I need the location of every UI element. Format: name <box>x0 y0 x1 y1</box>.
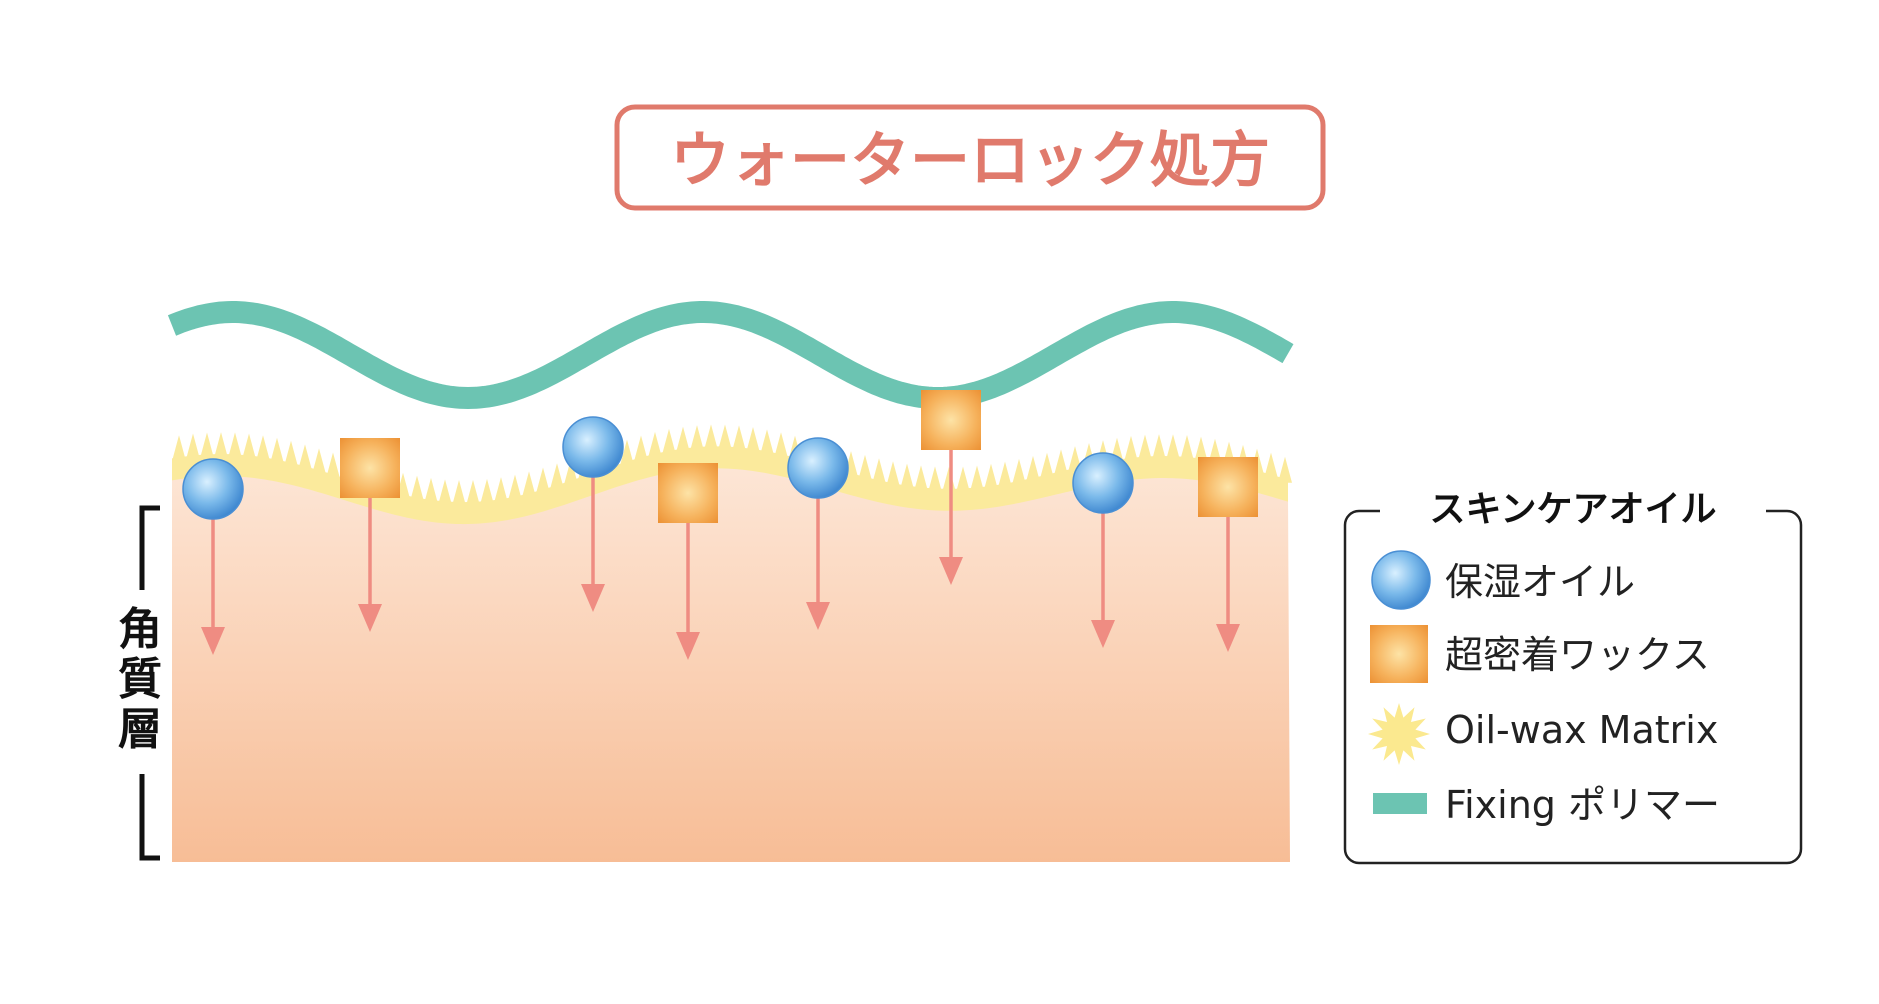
side-label-char-1: 角 <box>118 604 162 655</box>
moisturizing-oil-particle <box>563 417 623 477</box>
legend-item-matrix: Oil-wax Matrix <box>1445 708 1718 752</box>
legend-item-wax: 超密着ワックス <box>1445 633 1710 677</box>
legend-item-oil: 保湿オイル <box>1445 560 1635 604</box>
title-box: ウォーターロック処方 <box>617 107 1323 208</box>
moisturizing-oil-particle <box>788 438 848 498</box>
side-label-char-3: 層 <box>118 704 162 755</box>
adhesive-wax-particle <box>1198 457 1258 517</box>
side-label-char-2: 質 <box>118 654 162 705</box>
fixing-polymer-wave <box>172 312 1288 398</box>
moisturizing-oil-particle <box>1073 453 1133 513</box>
adhesive-wax-particle <box>340 438 400 498</box>
legend-item-polymer: Fixing ポリマー <box>1445 783 1720 827</box>
adhesive-wax-particle <box>658 463 718 523</box>
legend: スキンケアオイル 保湿オイル 超密着ワックス Oil-wax Matrix Fi… <box>1345 489 1801 863</box>
blue-sphere-icon <box>1372 551 1430 609</box>
teal-bar-icon <box>1373 793 1427 814</box>
moisturizing-oil-particle <box>183 459 243 519</box>
orange-square-icon <box>1370 625 1428 683</box>
legend-title: スキンケアオイル <box>1430 489 1717 530</box>
title-text: ウォーターロック処方 <box>670 126 1270 196</box>
stratum-corneum-bracket: 角 質 層 <box>112 508 172 858</box>
adhesive-wax-particle <box>921 390 981 450</box>
